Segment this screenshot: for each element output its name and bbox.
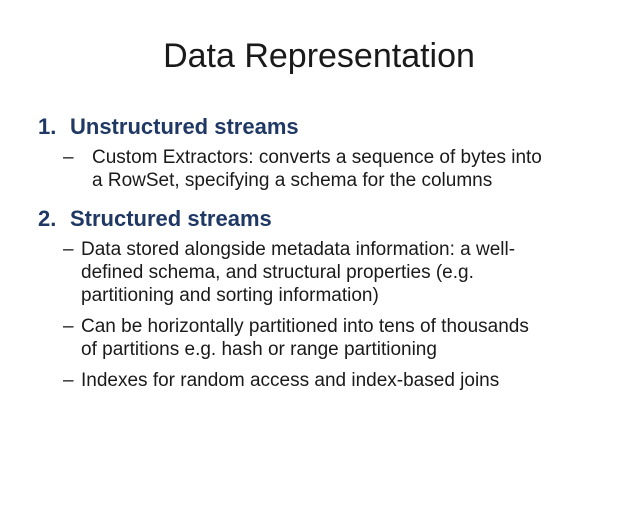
item-heading: Unstructured streams (70, 113, 299, 139)
sub-bullet: – Can be horizontally partitioned into t… (0, 315, 638, 361)
sub-bullet: – Custom Extractors: converts a sequence… (0, 146, 638, 192)
bullet-text: Can be horizontally partitioned into ten… (81, 315, 529, 360)
dash-bullet: – (63, 369, 74, 391)
bullet-text: Data stored alongside metadata informati… (81, 238, 516, 306)
item-heading-row: 1. Unstructured streams (0, 114, 638, 140)
item-number: 2. (38, 205, 57, 231)
sub-bullet: – Data stored alongside metadata informa… (0, 238, 638, 307)
bullet-text: Indexes for random access and index-base… (81, 369, 500, 391)
item-heading-row: 2. Structured streams (0, 206, 638, 232)
item-number: 1. (38, 113, 57, 139)
list-item-structured: 2. Structured streams – Data stored alon… (0, 206, 638, 392)
sub-bullet: – Indexes for random access and index-ba… (0, 369, 638, 392)
dash-bullet: – (63, 315, 74, 337)
dash-bullet: – (63, 146, 74, 168)
item-heading: Structured streams (70, 205, 272, 231)
slide: Data Representation 1. Unstructured stre… (0, 36, 638, 514)
list-item-unstructured: 1. Unstructured streams – Custom Extract… (0, 114, 638, 192)
bullet-text: Custom Extractors: converts a sequence o… (92, 146, 542, 191)
slide-title: Data Representation (163, 37, 475, 75)
slide-body: 1. Unstructured streams – Custom Extract… (0, 114, 638, 392)
dash-bullet: – (63, 238, 74, 260)
